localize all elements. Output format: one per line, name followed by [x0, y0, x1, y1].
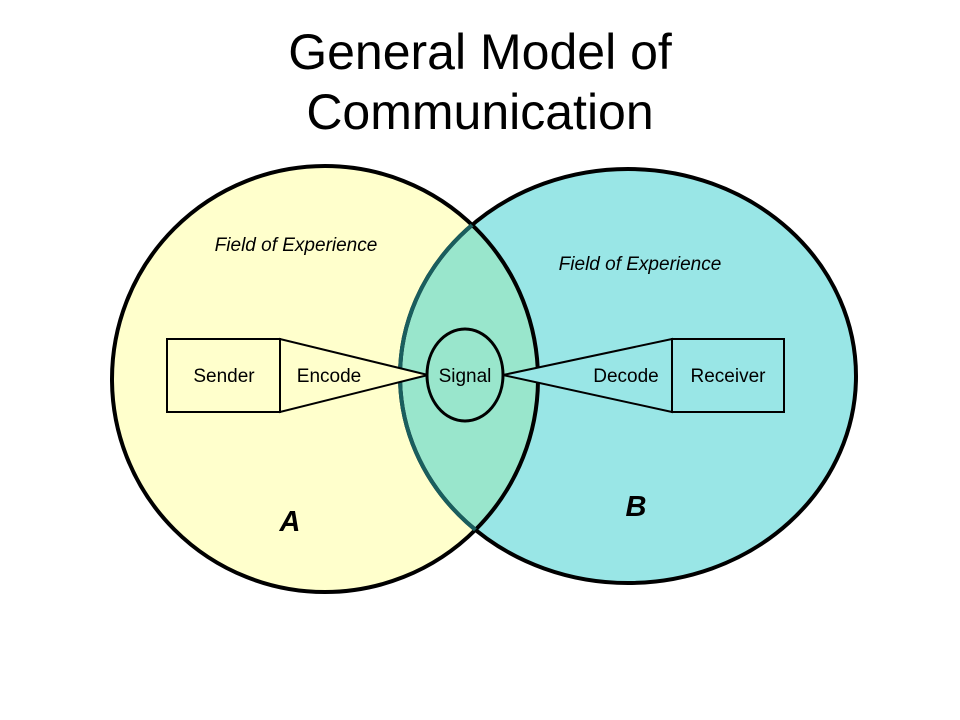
page-title: General Model of Communication	[0, 22, 960, 142]
signal-circle	[425, 327, 505, 423]
field-a-label: Field of Experience	[215, 235, 378, 256]
sender-label: Sender	[193, 366, 255, 387]
receiver-box	[671, 338, 785, 413]
title-line-2: Communication	[306, 84, 654, 140]
title-line-1: General Model of	[288, 24, 672, 80]
field-b-label: Field of Experience	[559, 254, 722, 275]
decode-label: Decode	[593, 366, 659, 387]
field-a-letter: A	[279, 506, 301, 538]
field-b-letter: B	[626, 491, 647, 523]
receiver-label: Receiver	[691, 366, 767, 387]
encode-funnel	[279, 337, 429, 414]
encode-label: Encode	[297, 366, 361, 387]
signal-label: Signal	[439, 366, 492, 387]
